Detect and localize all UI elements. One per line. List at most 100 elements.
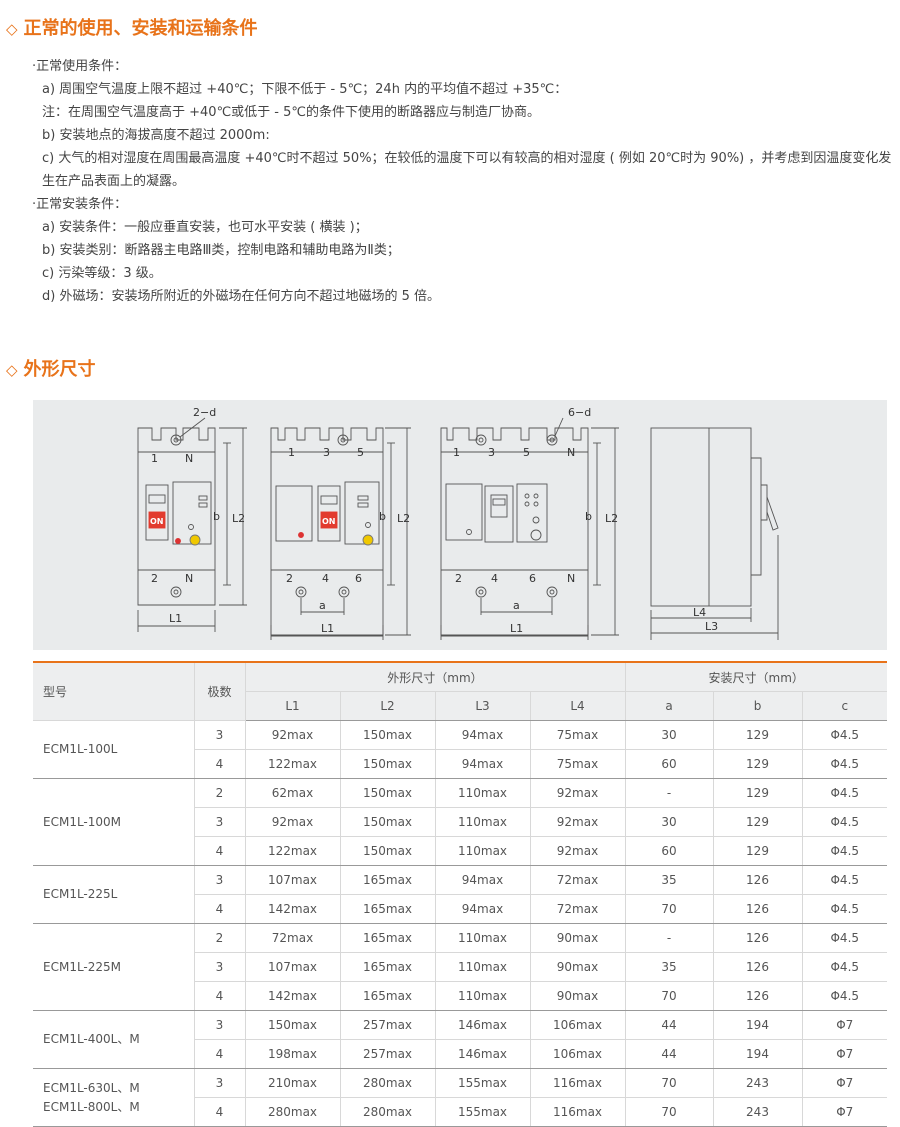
- col-group-install: 安装尺寸（mm）: [625, 661, 887, 692]
- terminal-label: N: [567, 446, 575, 459]
- poles-cell: 3: [194, 952, 246, 982]
- terminal-label: 2: [151, 572, 158, 585]
- condition-item: 注：在周围空气温度高于 +40℃或低于 - 5℃的条件下使用的断路器应与制造厂协…: [42, 105, 540, 120]
- dimension-cell: Φ4.5: [802, 749, 887, 779]
- diamond-icon: ◇: [6, 361, 18, 379]
- dimension-cell: 116max: [530, 1068, 626, 1098]
- dim-label-L1: L1: [169, 612, 182, 625]
- poles-cell: 3: [194, 1010, 246, 1040]
- dimension-cell: Φ7: [802, 1010, 887, 1040]
- dimension-cell: Φ7: [802, 1097, 887, 1127]
- dimension-cell: 150max: [340, 749, 436, 779]
- poles-cell: 4: [194, 836, 246, 866]
- hole-label-2d: 2−d: [193, 406, 216, 419]
- dimension-cell: 90max: [530, 923, 626, 953]
- dimension-cell: Φ7: [802, 1039, 887, 1069]
- dimension-cell: Φ4.5: [802, 981, 887, 1011]
- figure-4pole: [440, 417, 619, 640]
- dimension-cell: 44: [625, 1039, 714, 1069]
- condition-item: a) 安装条件：一般应垂直安装，也可水平安装 ( 横装 )；: [42, 220, 368, 235]
- condition-heading: ·正常使用条件：: [32, 59, 128, 74]
- model-cell: ECM1L-400L、M: [33, 1010, 195, 1069]
- dimension-cell: 35: [625, 952, 714, 982]
- dim-label-b: b: [213, 510, 220, 523]
- condition-item: d) 外磁场：安装场所附近的外磁场在任何方向不超过地磁场的 5 倍。: [42, 289, 440, 304]
- model-name: ECM1L-225L: [43, 887, 118, 901]
- poles-cell: 3: [194, 807, 246, 837]
- terminal-label: N: [567, 572, 575, 585]
- conditions-list: ·正常使用条件：a) 周围空气温度上限不超过 +40℃；下限不低于 - 5℃；2…: [32, 55, 892, 308]
- condition-item: b) 安装类别：断路器主电路Ⅲ类，控制电路和辅助电路为Ⅱ类；: [42, 243, 400, 258]
- col-header-L3: L3: [435, 691, 531, 721]
- terminal-label: 2: [455, 572, 462, 585]
- dimension-cell: 129: [713, 836, 803, 866]
- dim-label-a: a: [513, 599, 520, 612]
- model-cell: ECM1L-225M: [33, 923, 195, 1011]
- dimension-cell: 165max: [340, 894, 436, 924]
- dimension-cell: 122max: [245, 836, 341, 866]
- dimension-cell: 30: [625, 720, 714, 750]
- dimension-cell: 129: [713, 749, 803, 779]
- dimension-cell: Φ4.5: [802, 865, 887, 895]
- on-label: ON: [322, 517, 336, 526]
- dimension-cell: 165max: [340, 981, 436, 1011]
- dimension-cell: 210max: [245, 1068, 341, 1098]
- terminal-label: 1: [453, 446, 460, 459]
- dimension-cell: 90max: [530, 981, 626, 1011]
- dim-label-L1: L1: [510, 622, 523, 635]
- dimension-cell: 94max: [435, 894, 531, 924]
- dimension-cell: -: [625, 923, 714, 953]
- dimension-cell: 75max: [530, 749, 626, 779]
- on-label: ON: [150, 517, 164, 526]
- model-name: ECM1L-225M: [43, 959, 122, 974]
- dimension-cell: 126: [713, 923, 803, 953]
- model-cell: ECM1L-100M: [33, 778, 195, 866]
- poles-cell: 2: [194, 778, 246, 808]
- terminal-label: 3: [488, 446, 495, 459]
- poles-cell: 3: [194, 865, 246, 895]
- dimension-cell: Φ4.5: [802, 720, 887, 750]
- terminal-label: 4: [491, 572, 498, 585]
- model-name: ECM1L-630L、M: [43, 1080, 140, 1095]
- dimension-cell: 146max: [435, 1010, 531, 1040]
- dimension-cell: 198max: [245, 1039, 341, 1069]
- dimension-cell: 70: [625, 981, 714, 1011]
- dimension-cell: 94max: [435, 720, 531, 750]
- dimension-cell: 72max: [245, 923, 341, 953]
- dimension-cell: 150max: [340, 836, 436, 866]
- dimension-cell: 122max: [245, 749, 341, 779]
- dimension-cell: 107max: [245, 865, 341, 895]
- dimension-cell: 107max: [245, 952, 341, 982]
- model-name: ECM1L-100L: [43, 742, 118, 756]
- dimension-cell: 142max: [245, 981, 341, 1011]
- dimension-cell: 92max: [530, 807, 626, 837]
- dimension-cell: 257max: [340, 1010, 436, 1040]
- terminal-label: N: [185, 572, 193, 585]
- dimension-cell: 257max: [340, 1039, 436, 1069]
- dimension-cell: 165max: [340, 952, 436, 982]
- col-header-c: c: [802, 691, 887, 721]
- terminal-label: 5: [357, 446, 364, 459]
- poles-cell: 4: [194, 749, 246, 779]
- dimension-cell: 110max: [435, 952, 531, 982]
- model-name: ECM1L-400L、M: [43, 1032, 140, 1046]
- terminal-label: 5: [523, 446, 530, 459]
- section-title-conditions: ◇正常的使用、安装和运输条件: [6, 14, 258, 40]
- terminal-label: 1: [151, 452, 158, 465]
- dimension-cell: 60: [625, 836, 714, 866]
- poles-cell: 3: [194, 1068, 246, 1098]
- dimension-cell: 142max: [245, 894, 341, 924]
- col-header-L1: L1: [245, 691, 341, 721]
- dimension-cell: 106max: [530, 1039, 626, 1069]
- terminal-label: N: [185, 452, 193, 465]
- poles-cell: 2: [194, 923, 246, 953]
- dimension-cell: 94max: [435, 865, 531, 895]
- outline-drawing: 2−d 6−d 1 N 2 N ON b L2 L1 1 3 5 2 4 6 O…: [33, 400, 887, 650]
- dimension-cell: 243: [713, 1097, 803, 1127]
- dim-label-L2: L2: [397, 512, 410, 525]
